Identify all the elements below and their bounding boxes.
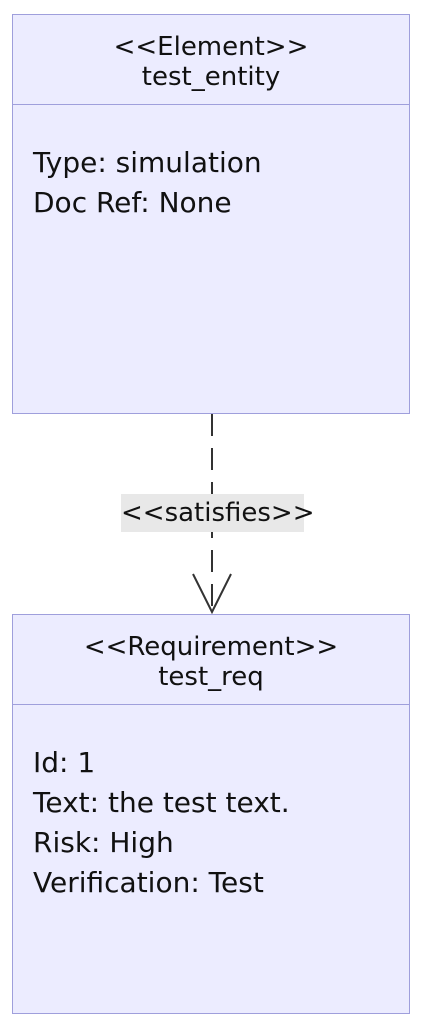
requirement-node-header: <<Requirement>> test_req bbox=[13, 615, 409, 705]
element-attr-docref: Doc Ref: None bbox=[33, 186, 232, 219]
requirement-stereotype: <<Requirement>> bbox=[83, 631, 339, 662]
requirement-attr-risk: Risk: High bbox=[33, 826, 174, 859]
element-node-test-entity[interactable]: <<Element>> test_entity Type: simulation… bbox=[12, 14, 410, 414]
requirement-node-body: Id: 1 Text: the test text. Risk: High Ve… bbox=[13, 705, 409, 903]
satisfies-arrowhead bbox=[192, 573, 232, 615]
requirement-attr-verification: Verification: Test bbox=[33, 866, 264, 899]
requirement-name: test_req bbox=[158, 661, 264, 692]
requirement-attr-text: Text: the test text. bbox=[33, 786, 290, 819]
element-name: test_entity bbox=[141, 61, 281, 92]
requirement-attr-id: Id: 1 bbox=[33, 746, 96, 779]
element-attr-type: Type: simulation bbox=[33, 146, 262, 179]
element-node-body: Type: simulation Doc Ref: None bbox=[13, 105, 409, 223]
element-stereotype: <<Element>> bbox=[113, 31, 309, 62]
requirement-node-test-req[interactable]: <<Requirement>> test_req Id: 1 Text: the… bbox=[12, 614, 410, 1014]
element-node-header: <<Element>> test_entity bbox=[13, 15, 409, 105]
edge-label-satisfies: <<satisfies>> bbox=[121, 494, 315, 532]
